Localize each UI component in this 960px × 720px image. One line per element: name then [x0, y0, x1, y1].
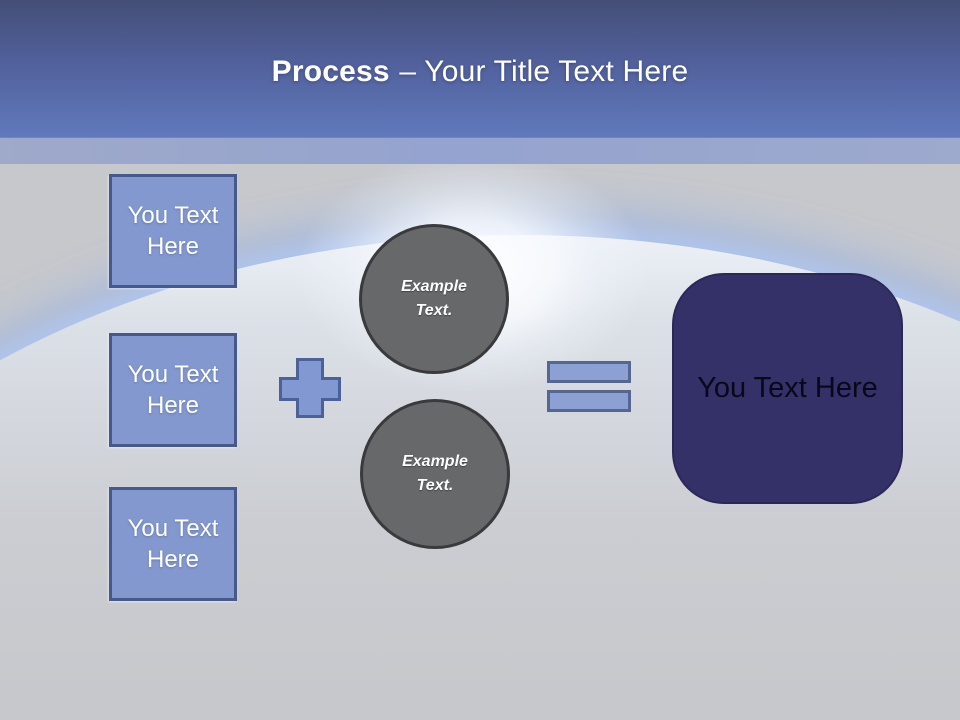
- text-box-1-label: You Text Here: [127, 202, 219, 260]
- example-circle-2-label: Example Text.: [402, 453, 468, 494]
- result-box: You Text Here: [672, 273, 903, 504]
- slide-title-rest: – Your Title Text Here: [399, 55, 689, 88]
- header-bar: [0, 0, 960, 138]
- text-box-2: You Text Here: [109, 333, 237, 447]
- example-circle-2: Example Text.: [360, 399, 510, 549]
- text-box-1: You Text Here: [109, 174, 237, 288]
- text-box-3-label: You Text Here: [127, 515, 219, 573]
- result-box-label: You Text Here: [697, 372, 878, 404]
- plus-icon: [279, 358, 341, 423]
- text-box-2-label: You Text Here: [127, 361, 219, 419]
- text-box-3: You Text Here: [109, 487, 237, 601]
- slide-title: Process – Your Title Text Here: [0, 55, 960, 89]
- slide-title-prefix: Process: [271, 55, 390, 88]
- example-circle-1: Example Text.: [359, 224, 509, 374]
- example-circle-1-label: Example Text.: [401, 278, 467, 319]
- equals-icon: [547, 361, 632, 418]
- header-accent-band: [0, 138, 960, 164]
